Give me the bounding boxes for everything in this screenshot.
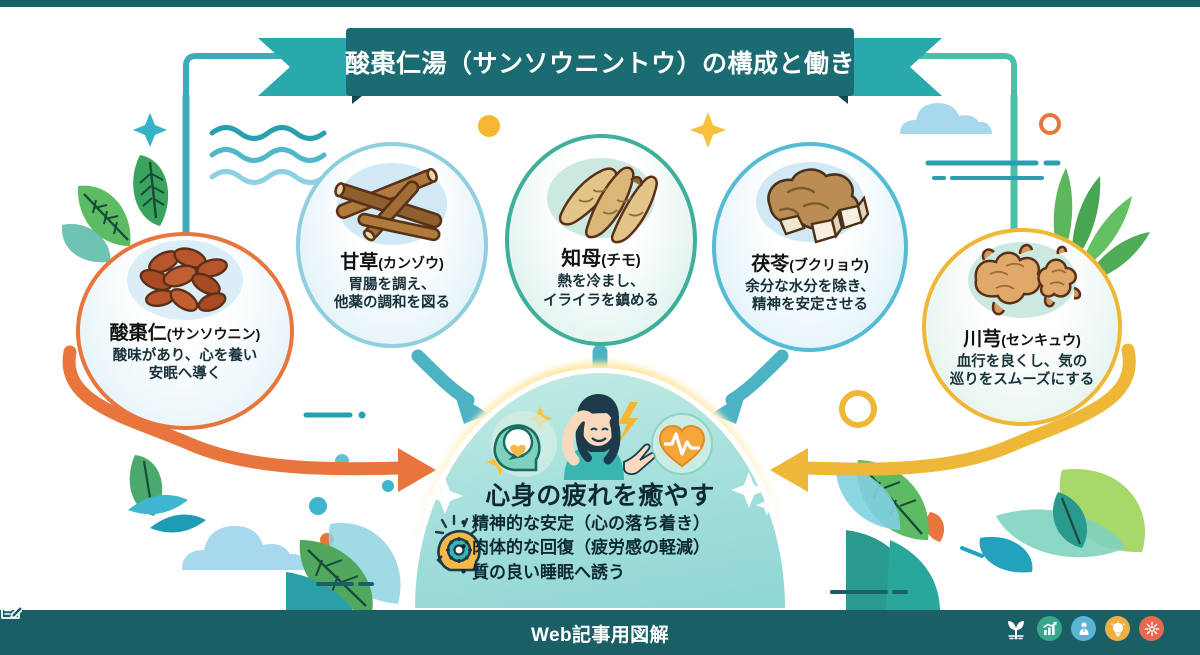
arrow-left <box>62 345 436 492</box>
herb-desc: 血行を良くし、気の 巡りをスムーズにする <box>949 353 1095 389</box>
bullet-item: ・質の良い睡眠へ誘う <box>455 562 625 582</box>
licorice-sticks-icon <box>300 158 484 252</box>
poria-fungus-icon <box>716 158 904 254</box>
sprout-icon[interactable] <box>1003 616 1028 641</box>
footer-badges <box>1003 616 1164 641</box>
document-pen-icon <box>1 597 22 619</box>
bullet-item: ・精神的な安定（心の落ち着き） <box>455 514 710 533</box>
herb-card-chimo[interactable]: 知母(チモ) 熱を冷まし、 イライラを鎮める <box>505 134 697 346</box>
person-icon[interactable] <box>1071 616 1096 641</box>
herb-card-kanzou[interactable]: 甘草(カンゾウ) 胃腸を調え、 他薬の調和を図る <box>296 142 488 348</box>
bullet-item: ・肉体的な回復（疲労感の軽減） <box>455 538 710 558</box>
herb-card-senkyuu[interactable]: 川芎(センキュウ) 血行を良くし、気の 巡りをスムーズにする <box>922 228 1122 426</box>
ribbon-title: 酸棗仁湯（サンソウニントウ）の構成と働き <box>345 28 856 96</box>
page-title: 酸棗仁湯（サンソウニントウ）の構成と働き <box>345 50 856 78</box>
top-edge-bar <box>0 0 1200 7</box>
dome-sparkles <box>427 472 778 516</box>
arrow-card4 <box>711 349 789 424</box>
footer-text: Web記事用図解 <box>531 625 669 646</box>
head-gear-icon <box>434 514 481 572</box>
footer-bar <box>0 610 1200 655</box>
herb-card-bukuryou[interactable]: 茯苓(ブクリョウ) 余分な水分を除き、 精神を安定させる <box>712 142 908 352</box>
result-title: 心身の疲れを癒やす <box>485 482 715 510</box>
result-illustration <box>486 394 713 480</box>
arrow-right <box>770 343 1136 492</box>
herb-desc: 胃腸を調え、 他薬の調和を図る <box>334 276 450 312</box>
herb-name: 知母(チモ) <box>561 248 641 270</box>
herb-desc: 熱を冷まし、 イライラを鎮める <box>543 274 659 309</box>
herb-name: 酸棗仁(サンソウニン) <box>109 323 261 344</box>
anemarrhena-root-icon <box>509 152 693 248</box>
herb-desc: 余分な水分を除き、 精神を安定させる <box>745 278 875 314</box>
herb-name: 甘草(カンゾウ) <box>340 252 444 273</box>
growth-chart-icon[interactable] <box>1037 616 1062 641</box>
result-bullets: ・精神的な安定（心の落ち着き） ・肉体的な回復（疲労感の軽減） ・質の良い睡眠へ… <box>455 512 775 585</box>
head-heart-icon <box>491 411 557 477</box>
herb-name: 川芎(センキュウ) <box>963 329 1081 350</box>
title-ribbon <box>258 28 942 104</box>
footer-label: Web記事用図解 <box>0 596 1200 647</box>
jujube-seeds-icon <box>80 236 290 322</box>
herb-name: 茯苓(ブクリョウ) <box>751 254 869 275</box>
celebrate-icon[interactable] <box>1139 616 1164 641</box>
herb-desc: 酸味があり、心を養い 安眠へ導く <box>112 347 258 383</box>
lightbulb-icon[interactable] <box>1105 616 1130 641</box>
tired-woman-icon <box>562 394 656 480</box>
herb-card-sansounin[interactable]: 酸棗仁(サンソウニン) 酸味があり、心を養い 安眠へ導く <box>76 232 294 430</box>
cnidium-rhizome-icon <box>926 236 1118 328</box>
heart-pulse-icon <box>651 413 713 475</box>
